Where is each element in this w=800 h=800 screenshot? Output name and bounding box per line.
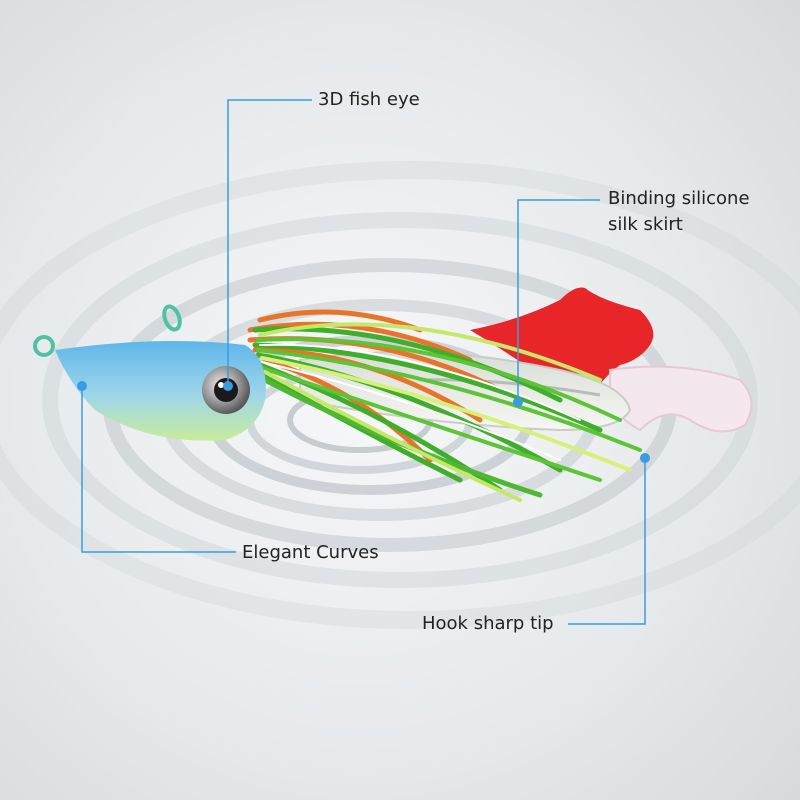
- callout-line-eye: [227, 99, 312, 386]
- callout-hook-tip: Hook sharp tip: [422, 613, 554, 634]
- callout-elegant-curves: Elegant Curves: [242, 542, 379, 563]
- callout-fish-eye: 3D fish eye: [318, 89, 420, 110]
- callout-lines: [81, 99, 646, 625]
- callout-dots: [77, 381, 650, 463]
- callout-line-skirt: [517, 199, 600, 402]
- callout-line-curves: [81, 386, 236, 553]
- lure-tail: [470, 287, 753, 433]
- callout-line-hook: [568, 458, 646, 625]
- callout-silicone-skirt-line2: silk skirt: [608, 214, 683, 235]
- callout-silicone-skirt: Binding silicone silk skirt: [608, 186, 750, 238]
- silicone-skirt: [247, 309, 642, 502]
- callout-silicone-skirt-line1: Binding silicone: [608, 188, 750, 209]
